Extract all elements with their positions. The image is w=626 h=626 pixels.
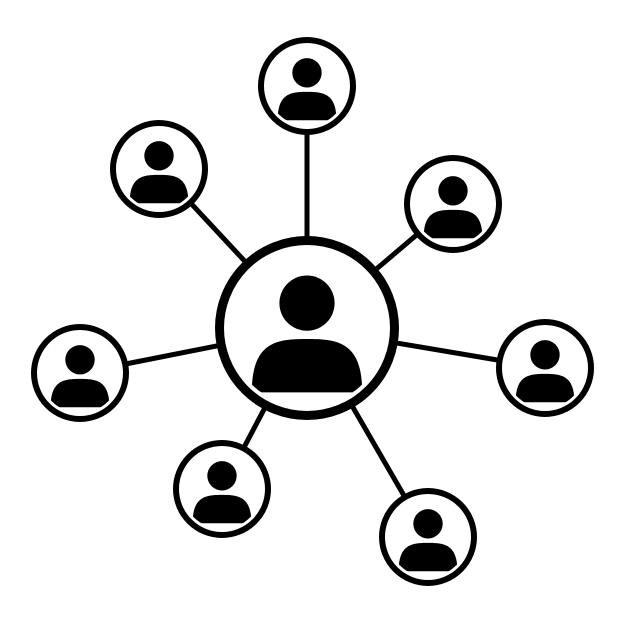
user-icon: [251, 275, 363, 393]
user-icon: [515, 340, 575, 403]
link-line-upper-right: [374, 233, 419, 271]
user-icon: [50, 345, 110, 408]
node-upper-left: [110, 120, 208, 218]
nodes-layer: [31, 37, 594, 586]
user-head: [438, 176, 468, 206]
user-head: [413, 509, 443, 539]
user-icon: [423, 176, 483, 239]
user-shoulders: [192, 494, 252, 524]
link-line-lower-right: [350, 405, 406, 498]
user-shoulders: [50, 378, 110, 408]
link-line-lower-left: [242, 406, 267, 449]
user-head: [144, 141, 174, 171]
user-shoulders: [251, 339, 363, 393]
center-node: [215, 236, 399, 420]
user-icon: [277, 58, 337, 121]
user-icon: [398, 509, 458, 572]
user-head: [207, 461, 237, 491]
user-head: [292, 58, 322, 88]
node-top: [258, 37, 356, 135]
user-head: [65, 345, 95, 375]
user-head: [279, 275, 335, 331]
node-left: [31, 324, 129, 422]
link-line-left: [125, 343, 220, 366]
user-shoulders: [277, 91, 337, 121]
user-shoulders: [515, 373, 575, 403]
user-icon: [192, 461, 252, 524]
link-line-right: [395, 340, 500, 363]
user-shoulders: [423, 209, 483, 239]
user-icon: [129, 141, 189, 204]
user-shoulders: [129, 174, 189, 204]
user-head: [530, 340, 560, 370]
user-shoulders: [398, 542, 458, 572]
node-right: [496, 319, 594, 417]
link-line-upper-left: [189, 202, 247, 264]
node-lower-left: [173, 440, 271, 538]
node-lower-right: [379, 488, 477, 586]
node-upper-right: [404, 155, 502, 253]
links-layer: [125, 132, 500, 498]
